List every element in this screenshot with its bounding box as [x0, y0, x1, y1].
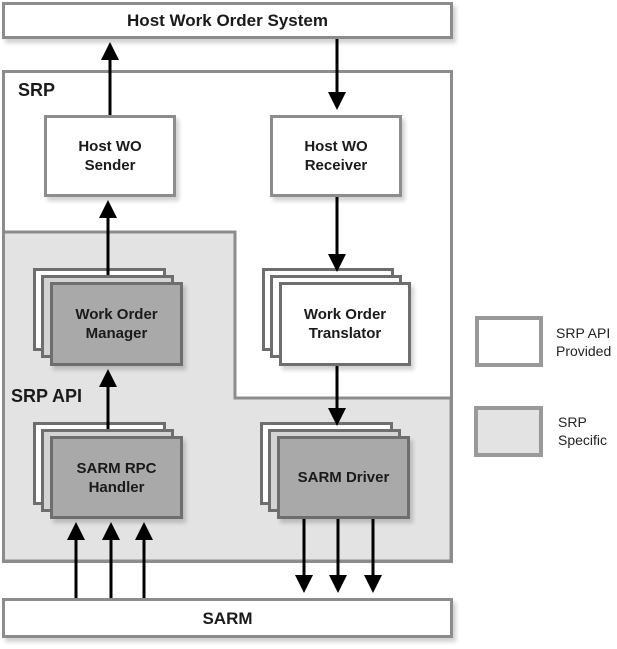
legend-swatch-provided [475, 316, 543, 367]
sender-line-2: Sender [84, 157, 136, 174]
receiver-line-1: Host WO [304, 138, 368, 155]
rpc-line-2: Handler [88, 478, 145, 496]
translator-line-1: Work Order [303, 306, 387, 323]
host-wo-receiver: Host WO Receiver [270, 115, 402, 197]
host-work-order-system: Host Work Order System [2, 2, 453, 39]
legend-provided: SRP API Provided [556, 324, 611, 360]
legend-swatch-specific [474, 406, 543, 457]
sarm-rpc-handler: SARM RPC Handler [50, 436, 183, 519]
translator-line-2: Translator [308, 325, 382, 342]
legend-specific: SRP Specific [558, 413, 607, 449]
legend-provided-line-2: Provided [556, 343, 612, 359]
legend-specific-line-1: SRP [558, 414, 587, 430]
work-order-translator: Work Order Translator [279, 282, 411, 366]
sender-line-1: Host WO [78, 138, 142, 155]
work-order-manager: Work Order Manager [50, 282, 183, 366]
legend-provided-line-1: SRP API [556, 325, 611, 341]
driver-label: SARM Driver [297, 469, 390, 486]
manager-line-2: Manager [85, 325, 148, 342]
host-wo-sender: Host WO Sender [44, 115, 176, 197]
host-work-order-system-label: Host Work Order System [127, 11, 328, 30]
receiver-line-2: Receiver [304, 157, 368, 174]
rpc-line-1: SARM RPC [76, 459, 157, 477]
sarm-driver: SARM Driver [277, 436, 410, 519]
sarm-bar: SARM [2, 598, 453, 638]
sarm-label: SARM [202, 608, 253, 628]
srp-api-label: SRP API [11, 386, 83, 406]
legend-specific-line-2: Specific [558, 432, 608, 448]
manager-line-1: Work Order [75, 306, 158, 323]
srp-label: SRP [18, 80, 56, 100]
